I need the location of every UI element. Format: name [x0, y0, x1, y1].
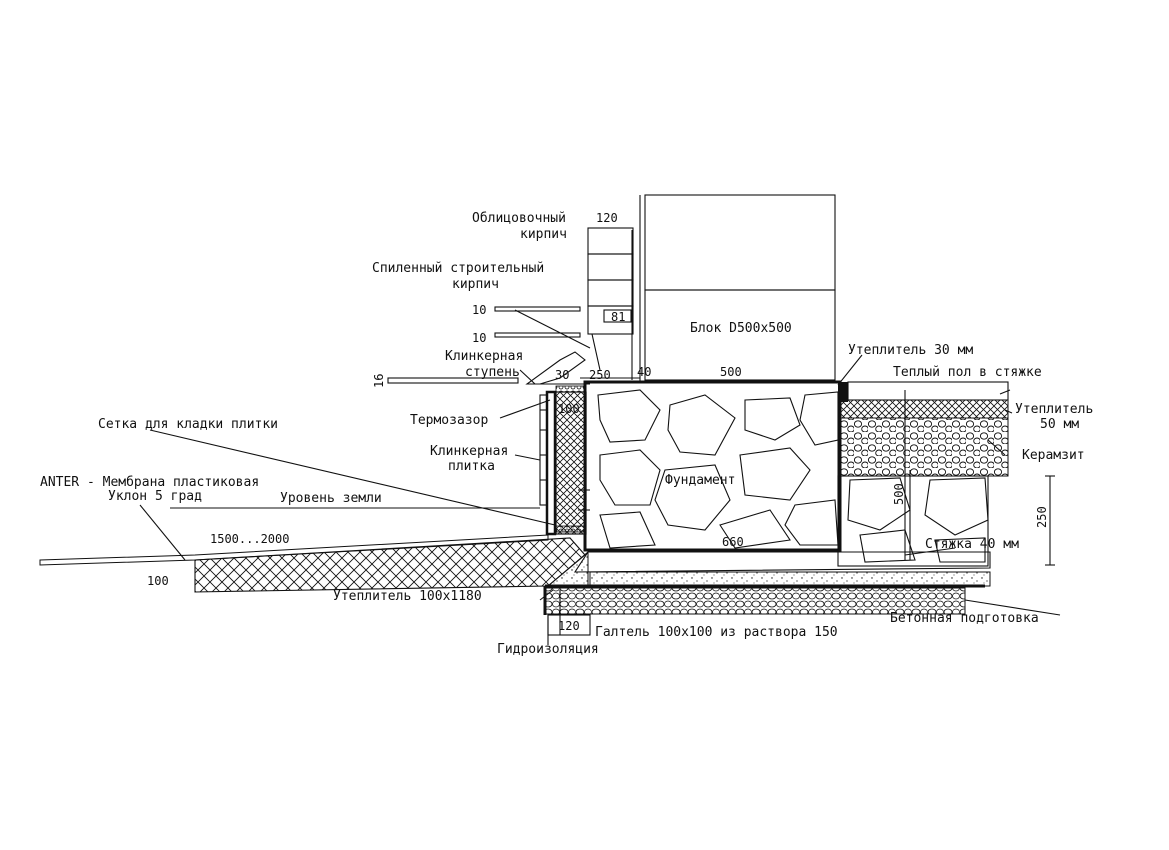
label-clinker-step-1: Клинкерная [445, 349, 523, 364]
label-facing-brick-1: Облицовочный [472, 211, 566, 226]
dim-250: 250 [589, 368, 611, 382]
wall-ties [387, 306, 581, 384]
label-sawn-brick-1: Спиленный строительный [372, 261, 544, 276]
clinker-tile [539, 394, 548, 506]
label-membrane: ANTER - Мембрана пластиковая [40, 475, 259, 490]
label-expanded-clay: Керамзит [1022, 448, 1085, 463]
label-tile-mesh: Сетка для кладки плитки [98, 417, 278, 432]
label-block: Блок D500x500 [690, 321, 792, 336]
dim-500: 500 [720, 365, 742, 379]
dim-10-a: 10 [472, 303, 486, 317]
facing-brick-stack [587, 227, 634, 380]
dim-250-right: 250 [1035, 506, 1049, 528]
dim-500-vert: 500 [892, 483, 906, 505]
dim-120-top: 120 [596, 211, 618, 225]
dim-16: 16 [372, 374, 386, 388]
dim-10-b: 10 [472, 331, 486, 345]
label-insulation-30: Утеплитель 30 мм [848, 343, 973, 358]
dimension-lines [547, 195, 1055, 636]
dim-1500: 1500...2000 [210, 532, 289, 546]
label-fillet: Галтель 100x100 из раствора 150 [595, 625, 838, 640]
dim-100-gap: 100 [558, 402, 580, 416]
label-facing-brick-2: кирпич [520, 227, 567, 242]
block-wall [644, 194, 836, 381]
label-foundation: Фундамент [665, 473, 735, 488]
label-insulation-50-1: Утеплитель [1015, 402, 1093, 417]
label-concrete-prep: Бетонная подготовка [890, 611, 1039, 626]
label-waterproofing: Гидроизоляция [497, 642, 599, 657]
dim-81: 81 [611, 310, 625, 324]
concrete-base [543, 551, 991, 615]
label-clinker-tile-2: плитка [448, 459, 495, 474]
label-insulation-50-2: 50 мм [1040, 417, 1079, 432]
label-sawn-brick-2: кирпич [452, 277, 499, 292]
floor-layers [837, 381, 1009, 567]
dim-120-bottom: 120 [558, 619, 580, 633]
dim-660: 660 [722, 535, 744, 549]
label-thermal-gap: Термозазор [410, 413, 488, 428]
label-insulation-bottom: Утеплитель 100x1180 [333, 589, 482, 604]
label-slope: Уклон 5 град [108, 489, 202, 504]
label-ground-level: Уровень земли [280, 491, 382, 506]
clinker-step [525, 351, 590, 385]
label-screed: Стяжка 40 мм [925, 537, 1019, 552]
label-clinker-step-2: ступень [465, 365, 520, 380]
dim-30: 30 [555, 368, 569, 382]
label-clinker-tile-1: Клинкерная [430, 444, 508, 459]
outer-insulation [545, 385, 590, 536]
foundation-rubble [583, 380, 842, 552]
ground-insulation [39, 507, 586, 593]
leader-lines [139, 309, 1061, 645]
dim-100-left: 100 [147, 574, 169, 588]
label-heated-floor: Теплый пол в стяжке [893, 365, 1042, 380]
dim-40: 40 [637, 365, 651, 379]
